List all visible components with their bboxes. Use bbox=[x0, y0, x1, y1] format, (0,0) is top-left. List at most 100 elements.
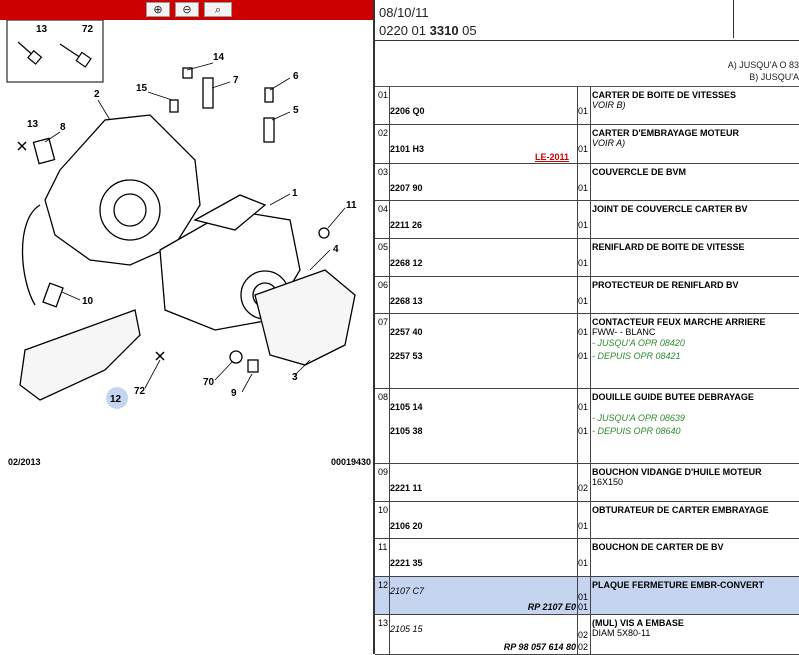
part-sub-info: 16X150 bbox=[592, 477, 624, 487]
column-divider bbox=[577, 389, 578, 463]
part-description: COUVERCLE DE BVM bbox=[592, 167, 687, 177]
part-reference: 2106 20 bbox=[390, 521, 423, 531]
column-divider bbox=[590, 389, 591, 463]
callout-label[interactable]: 5 bbox=[293, 105, 299, 116]
column-divider bbox=[577, 164, 578, 200]
row-number: 02 bbox=[378, 128, 389, 138]
column-divider bbox=[590, 615, 591, 654]
part-sub-info: VOIR A) bbox=[592, 138, 626, 148]
part-quantity: 01 bbox=[578, 106, 589, 116]
callout-label[interactable]: 7 bbox=[233, 75, 239, 86]
part-quantity: 01 bbox=[578, 521, 589, 531]
column-divider bbox=[389, 201, 390, 238]
column-divider bbox=[389, 464, 390, 501]
column-divider bbox=[577, 502, 578, 538]
callout-label[interactable]: 13 bbox=[27, 119, 39, 130]
bolt-72-drawing bbox=[59, 43, 92, 68]
part-reference: 2257 40 bbox=[390, 327, 423, 337]
part-description: CARTER DE BOITE DE VITESSES bbox=[592, 90, 737, 100]
part-reference: 2211 26 bbox=[390, 220, 423, 230]
part-reference: 2105 14 bbox=[390, 402, 423, 412]
diagram-panel: ⊕ ⊖ ⌕ bbox=[0, 0, 373, 654]
parts-list-panel: 08/10/11 0220 01 3310 05 A) JUSQU'A O 83… bbox=[375, 0, 799, 655]
column-divider bbox=[590, 577, 591, 614]
date-flag-link[interactable]: LE-2011 bbox=[535, 152, 570, 162]
part-quantity: 01 bbox=[578, 144, 589, 154]
callout-label[interactable]: 72 bbox=[82, 24, 94, 35]
row-number: 13 bbox=[378, 618, 389, 628]
callout-label[interactable]: 15 bbox=[136, 83, 148, 94]
catalog-code-suffix: 05 bbox=[462, 23, 477, 38]
callout-label[interactable]: 8 bbox=[60, 122, 66, 133]
column-divider bbox=[577, 87, 578, 124]
catalog-code-prefix: 0220 01 bbox=[379, 23, 426, 38]
callout-label[interactable]: 3 bbox=[292, 372, 298, 383]
part-description: CONTACTEUR FEUX MARCHE ARRIERE bbox=[592, 317, 766, 327]
part-sub-info: FWW- - BLANC bbox=[592, 327, 656, 337]
column-divider bbox=[590, 464, 591, 501]
row-number: 07 bbox=[378, 317, 389, 327]
opr-note-from: - DEPUIS OPR 08421 bbox=[592, 351, 681, 361]
part-quantity-alt: 02 bbox=[578, 642, 589, 652]
row-number: 08 bbox=[378, 392, 389, 402]
row-number: 04 bbox=[378, 204, 389, 214]
bolt-13-drawing bbox=[17, 41, 43, 65]
panel-divider[interactable] bbox=[373, 0, 375, 654]
callout-label[interactable]: 14 bbox=[213, 52, 225, 63]
zoom-out-icon[interactable]: ⊖ bbox=[175, 2, 199, 17]
callout-label[interactable]: 10 bbox=[82, 296, 94, 307]
column-divider bbox=[590, 164, 591, 200]
row-number: 09 bbox=[378, 467, 389, 477]
column-divider bbox=[590, 87, 591, 124]
callout-label[interactable]: 70 bbox=[203, 377, 215, 388]
part-reference: 2268 12 bbox=[390, 258, 423, 268]
callout-label[interactable]: 72 bbox=[134, 386, 146, 397]
callout-label[interactable]: 6 bbox=[293, 71, 299, 82]
part-quantity-alt: 01 bbox=[578, 602, 589, 612]
column-divider bbox=[590, 277, 591, 313]
callout-label[interactable]: 2 bbox=[94, 89, 100, 100]
part-quantity-alt: 01 bbox=[578, 426, 589, 436]
callout-label[interactable]: 11 bbox=[346, 200, 357, 211]
column-divider bbox=[389, 314, 390, 388]
callout-label[interactable]: 4 bbox=[333, 244, 339, 255]
part-quantity: 01 bbox=[578, 327, 589, 337]
leader-lines bbox=[44, 62, 346, 393]
part-description: PLAQUE FERMETURE EMBR-CONVERT bbox=[592, 580, 765, 590]
column-divider bbox=[577, 539, 578, 576]
part-description: OBTURATEUR DE CARTER EMBRAYAGE bbox=[592, 505, 769, 515]
diagram-date: 02/2013 bbox=[8, 457, 41, 467]
callout-label[interactable]: 1 bbox=[292, 188, 298, 199]
callout-label-selected[interactable]: 12 bbox=[110, 394, 122, 405]
part-quantity: 02 bbox=[578, 630, 589, 640]
gearbox-housing-drawing bbox=[19, 67, 356, 401]
zoom-window-icon[interactable]: ⌕ bbox=[204, 2, 232, 17]
part-reference: 2221 35 bbox=[390, 558, 423, 568]
row-number: 01 bbox=[378, 90, 389, 100]
part-quantity: 02 bbox=[578, 483, 589, 493]
column-divider bbox=[590, 502, 591, 538]
row-number: 06 bbox=[378, 280, 389, 290]
column-divider bbox=[577, 277, 578, 313]
table-row[interactable]: 07 CONTACTEUR FEUX MARCHE ARRIERE 2257 40 0… bbox=[375, 314, 799, 389]
part-sub-info: DIAM 5X80-11 bbox=[592, 628, 651, 638]
callout-label[interactable]: 13 bbox=[36, 24, 48, 35]
callout-label[interactable]: 9 bbox=[231, 388, 237, 399]
part-reference: 2268 13 bbox=[390, 296, 423, 306]
part-quantity: 01 bbox=[578, 592, 589, 602]
zoom-in-icon[interactable]: ⊕ bbox=[146, 2, 170, 17]
part-description: JOINT DE COUVERCLE CARTER BV bbox=[592, 204, 748, 214]
row-number: 03 bbox=[378, 167, 389, 177]
